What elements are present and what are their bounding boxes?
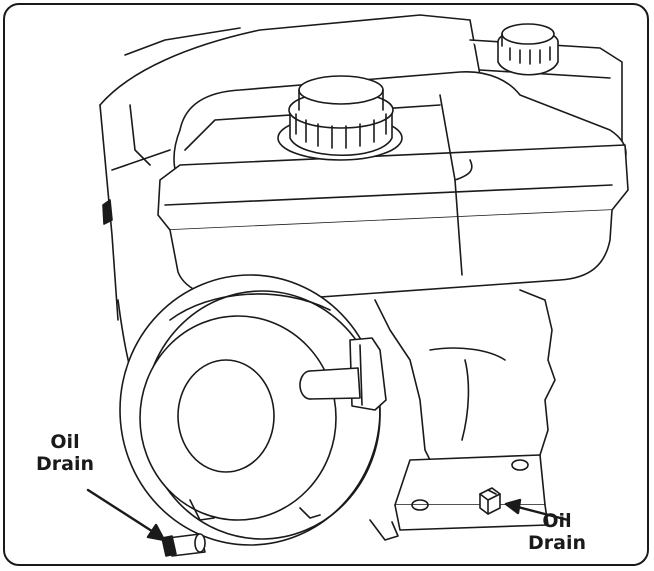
oil-drain-plug-left <box>161 533 206 557</box>
oil-drain-label-left-line1: Oil <box>50 431 80 453</box>
oil-drain-label-left-line2: Drain <box>36 453 95 475</box>
callout-arrow-right <box>504 498 570 522</box>
fuel-cap <box>277 75 403 161</box>
crankcase <box>117 289 556 481</box>
oil-drain-label-right-line1: Oil <box>542 510 572 532</box>
oil-drain-label-left: Oil Drain <box>36 431 94 475</box>
oil-drain-label-right: Oil Drain <box>528 510 586 554</box>
oil-drain-label-right-line2: Drain <box>528 532 587 554</box>
mounting-base <box>394 454 549 531</box>
fuel-valve-lever <box>299 337 387 411</box>
callout-arrow-left <box>86 488 166 542</box>
engine-shroud <box>99 14 481 321</box>
oil-drain-plug-right <box>479 487 501 515</box>
starter-cover <box>119 274 399 546</box>
